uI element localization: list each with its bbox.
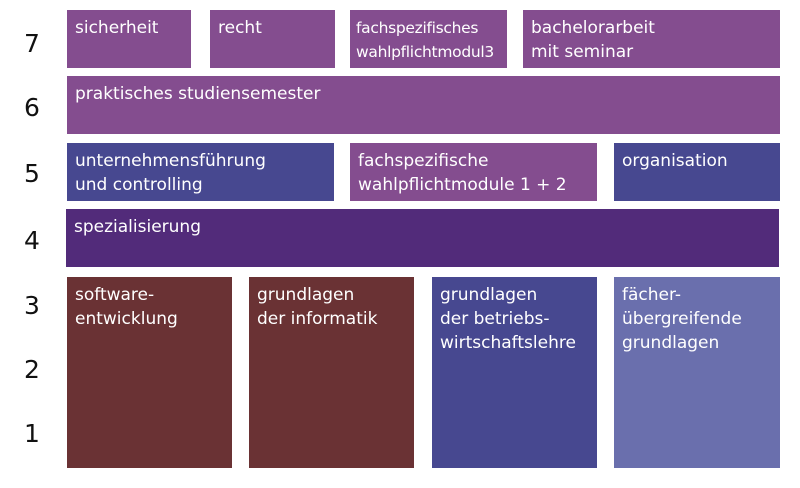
module-label: praktisches studiensemester — [75, 84, 321, 104]
semester-5-label: 5 — [24, 159, 40, 188]
module-label: fachspezifisches wahlpflichtmodul3 — [356, 19, 494, 61]
module-organisation: organisation — [614, 143, 780, 201]
module-grundlagen-bwl: grundlagen der betriebs- wirtschaftslehr… — [432, 277, 597, 468]
module-label: sicherheit — [75, 18, 159, 38]
module-label: fächer- übergreifende grundlagen — [622, 285, 742, 353]
module-label: bachelorarbeit mit seminar — [531, 18, 655, 62]
module-faecheruebergreifend: fächer- übergreifende grundlagen — [614, 277, 780, 468]
module-label: grundlagen der informatik — [257, 285, 378, 329]
semester-4-label: 4 — [24, 226, 40, 255]
module-spezialisierung: spezialisierung — [66, 209, 779, 267]
module-label: software- entwicklung — [75, 285, 178, 329]
semester-1-label: 1 — [24, 419, 40, 448]
module-label: unternehmensführung und controlling — [75, 151, 266, 195]
module-label: grundlagen der betriebs- wirtschaftslehr… — [440, 285, 576, 353]
module-wahlpflichtmodule-1-2: fachspezifische wahlpflichtmodule 1 + 2 — [350, 143, 597, 201]
semester-3-label: 3 — [24, 291, 40, 320]
module-softwareentwicklung: software- entwicklung — [67, 277, 232, 468]
module-sicherheit: sicherheit — [67, 10, 191, 68]
module-bachelorarbeit: bachelorarbeit mit seminar — [523, 10, 780, 68]
module-unternehmensfuehrung: unternehmensführung und controlling — [67, 143, 334, 201]
module-label: fachspezifische wahlpflichtmodule 1 + 2 — [358, 151, 567, 195]
module-label: spezialisierung — [74, 217, 201, 237]
module-recht: recht — [210, 10, 335, 68]
module-label: recht — [218, 18, 262, 38]
module-grundlagen-informatik: grundlagen der informatik — [249, 277, 414, 468]
semester-7-label: 7 — [24, 29, 40, 58]
module-praxissemester: praktisches studiensemester — [67, 76, 780, 134]
semester-2-label: 2 — [24, 355, 40, 384]
module-wahlpflichtmodul3: fachspezifisches wahlpflichtmodul3 — [350, 10, 507, 68]
module-label: organisation — [622, 151, 728, 171]
semester-6-label: 6 — [24, 93, 40, 122]
